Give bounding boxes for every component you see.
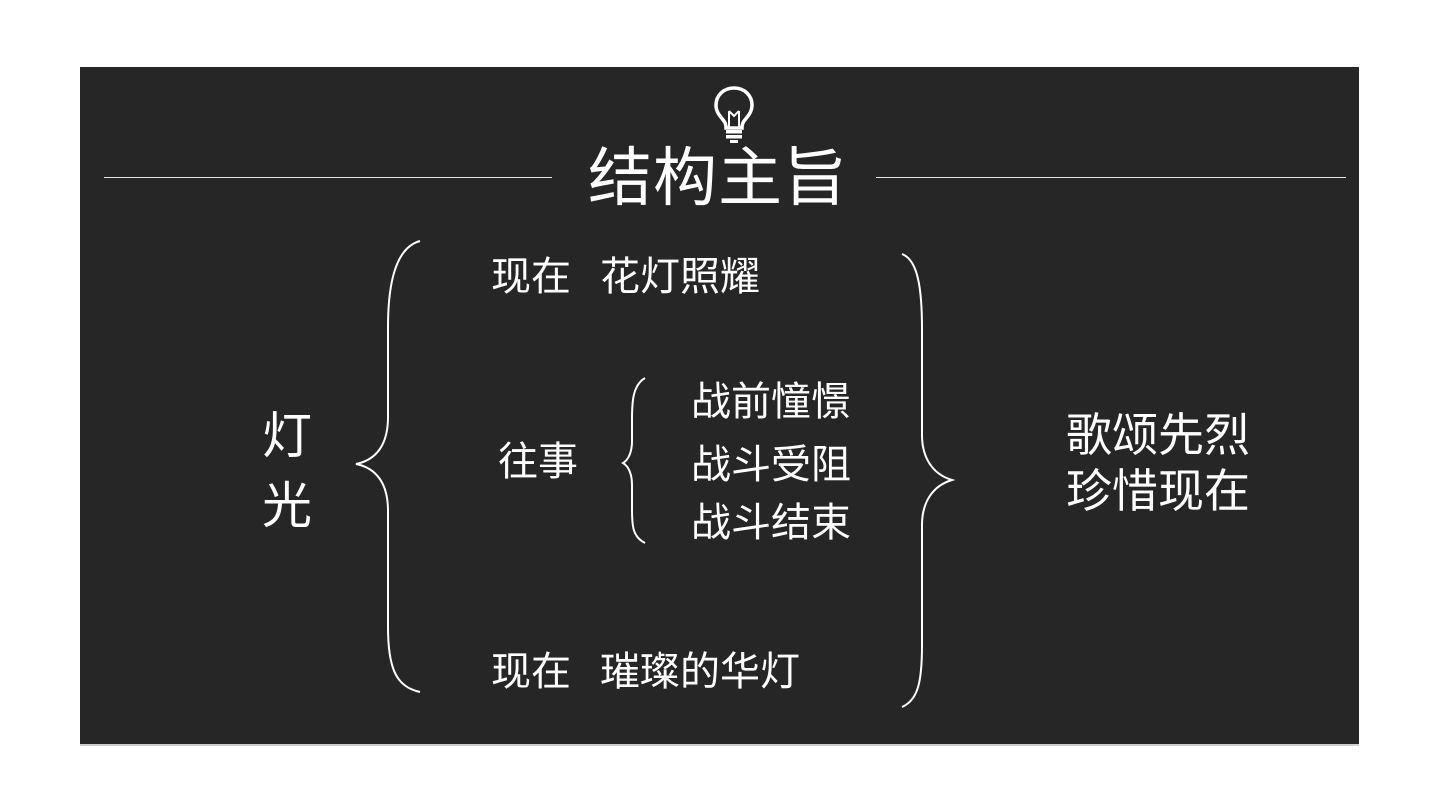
- root-char-2: 光: [262, 477, 312, 535]
- past-item: 战斗受阻: [691, 442, 851, 488]
- present-bottom-text: 璀璨的华灯: [600, 649, 800, 695]
- past-item: 战前憧憬: [691, 379, 851, 425]
- present-top-label: 现在: [491, 254, 571, 300]
- past-label: 往事: [498, 439, 578, 485]
- conclusion-line-1: 歌颂先烈: [1066, 408, 1250, 462]
- outer-left-brace: [355, 240, 421, 693]
- title-divider-left: [104, 177, 552, 178]
- past-item: 战斗结束: [691, 500, 851, 546]
- slide: 结构主旨 灯 光 现在 花灯照耀 往事 战前憧憬 战斗受阻 战斗结束 现在 璀璨…: [80, 67, 1359, 746]
- conclusion: 歌颂先烈 珍惜现在: [1066, 407, 1250, 519]
- title-divider-right: [876, 177, 1346, 178]
- present-top-text: 花灯照耀: [600, 254, 760, 300]
- root-char-1: 灯: [262, 407, 312, 465]
- root-label: 灯 光: [252, 401, 322, 541]
- conclusion-line-2: 珍惜现在: [1066, 464, 1250, 518]
- right-brace: [901, 253, 956, 708]
- slide-title: 结构主旨: [588, 142, 848, 216]
- inner-left-brace: [621, 377, 646, 544]
- present-bottom-label: 现在: [491, 649, 571, 695]
- brace-connectors: [355, 240, 956, 708]
- lightbulb-icon: [714, 86, 754, 143]
